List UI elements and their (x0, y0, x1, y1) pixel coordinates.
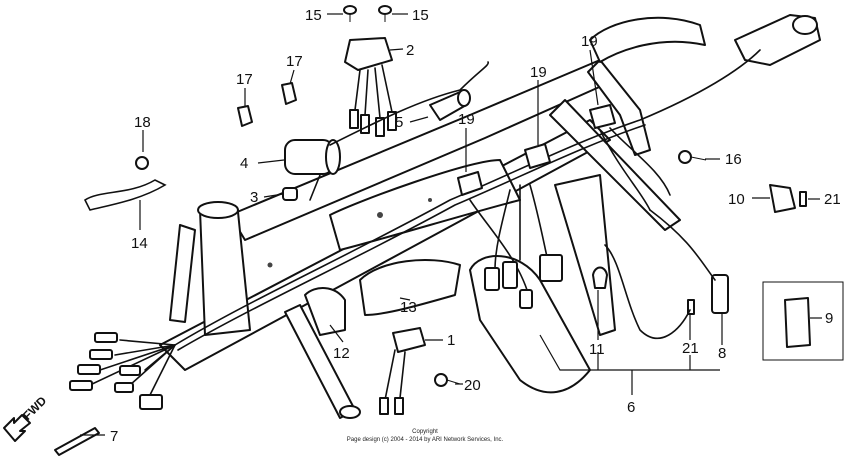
callout-15a: 15 (305, 7, 322, 24)
main-harness (89, 49, 761, 396)
callout-16: 16 (725, 151, 742, 168)
callout-19c: 19 (581, 33, 598, 50)
bracket-part-13 (359, 259, 461, 316)
callout-19b: 19 (530, 64, 547, 81)
rear-connectors (484, 254, 563, 309)
callout-4: 4 (240, 155, 248, 172)
copyright-line-2: Page design (c) 2004 - 2014 by ARI Netwo… (347, 437, 504, 443)
callout-15b: 15 (412, 7, 429, 24)
switch-part-10 (769, 184, 796, 213)
frame (159, 14, 821, 419)
copyright-line-1: Copyright (412, 429, 438, 435)
callout-9: 9 (825, 310, 833, 327)
forward-direction-indicator: FWD (3, 393, 49, 442)
bolt-part-17 (237, 82, 297, 127)
callout-10: 10 (728, 191, 745, 208)
relay-part-1 (379, 327, 426, 415)
callout-8: 8 (718, 345, 726, 362)
callout-7: 7 (110, 428, 118, 445)
callout-2: 2 (406, 42, 414, 59)
callout-1: 1 (447, 332, 455, 349)
fwd-arrow-icon (3, 414, 31, 442)
leader-lines (80, 13, 822, 436)
callout-labels: 15 15 2 17 17 5 19 19 19 18 4 3 14 16 10… (110, 7, 841, 445)
plug-cap-part (429, 89, 471, 121)
screw-part-15 (343, 5, 392, 22)
callout-13: 13 (400, 299, 417, 316)
callout-21a: 21 (824, 191, 841, 208)
regulator-part (344, 37, 397, 137)
connector-part-8 (711, 274, 729, 314)
clip-part-3 (282, 187, 298, 201)
callout-3: 3 (250, 189, 258, 206)
bracket-part-12 (304, 287, 346, 336)
callout-18: 18 (134, 114, 151, 131)
callout-14: 14 (131, 235, 148, 252)
bolt-part-16 (678, 150, 707, 164)
callout-5: 5 (395, 114, 403, 131)
wire-part-7 (54, 427, 100, 456)
copyright-notice: Copyright Page design (c) 2004 - 2014 by… (347, 429, 504, 443)
fuse-part-21b (687, 299, 695, 315)
bolt-part-20 (434, 373, 461, 387)
callout-19a: 19 (458, 111, 475, 128)
callout-11: 11 (589, 341, 605, 358)
callout-20: 20 (464, 377, 481, 394)
ignition-coil-part (284, 61, 489, 201)
fuse-part-21 (799, 191, 807, 207)
callout-6: 6 (627, 399, 635, 416)
fuse-holder-part-9 (784, 297, 811, 348)
bracket-part-14 (83, 156, 167, 211)
fwd-label: FWD (20, 393, 49, 422)
callout-21b: 21 (682, 340, 699, 357)
callout-17a: 17 (236, 71, 253, 88)
front-connectors (69, 332, 163, 410)
grommet-part-11 (592, 266, 608, 289)
callout-17b: 17 (286, 53, 303, 70)
clamp-part-19 (457, 104, 616, 196)
inset-box (762, 281, 844, 361)
callout-12: 12 (333, 345, 350, 362)
